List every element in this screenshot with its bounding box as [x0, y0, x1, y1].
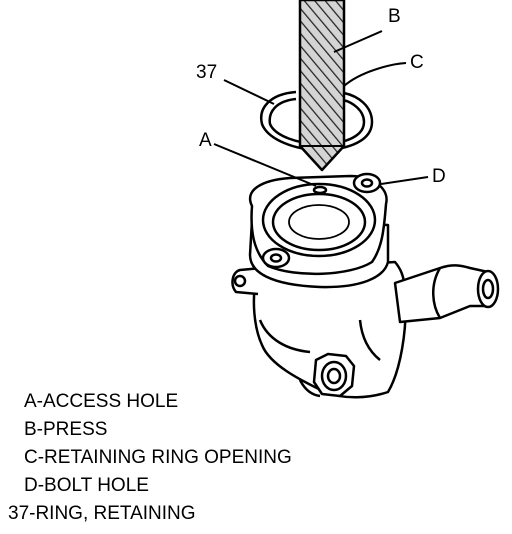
press-tool: [298, 0, 346, 172]
leader-ring: [223, 79, 275, 105]
leader-lines: [213, 30, 429, 187]
legend-item-c: C-RETAINING RING OPENING: [24, 447, 292, 468]
callout-d: D: [432, 166, 446, 187]
legend: A-ACCESS HOLE B-PRESS C-RETAINING RING O…: [0, 388, 512, 528]
callout-b: B: [388, 6, 401, 27]
leader-c: [343, 62, 407, 87]
legend-item-a: A-ACCESS HOLE: [24, 391, 179, 412]
legend-item-ring: 37-RING, RETAINING: [8, 503, 196, 524]
pump-body: [231, 172, 500, 399]
legend-item-b: B-PRESS: [24, 419, 108, 440]
legend-item-d: D-BOLT HOLE: [24, 475, 149, 496]
leader-a: [213, 143, 317, 187]
leader-d: [380, 176, 429, 185]
callout-c: C: [410, 52, 424, 73]
callout-ring: 37: [196, 62, 217, 83]
leader-b: [333, 30, 383, 53]
callout-a: A: [199, 130, 212, 151]
